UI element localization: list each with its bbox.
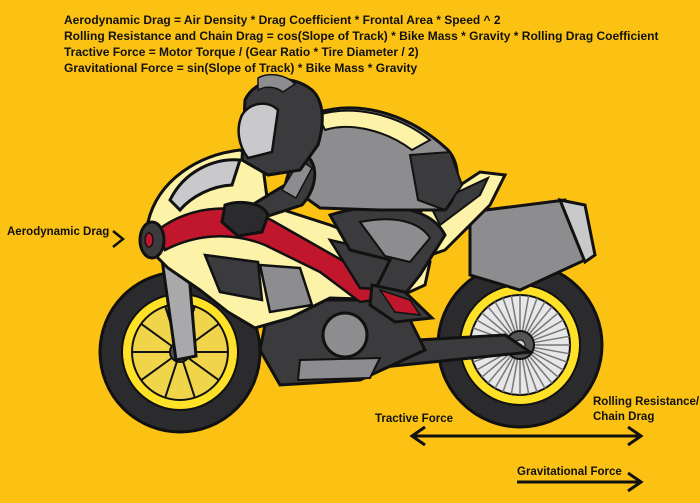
wheel-spoke xyxy=(528,306,553,335)
equation-gravitational-force: Gravitational Force = sin(Slope of Track… xyxy=(64,61,418,75)
equation-tractive-force: Tractive Force = Motor Torque / (Gear Ra… xyxy=(64,45,419,59)
wheel-spoke xyxy=(526,356,546,389)
wheel-spoke xyxy=(524,357,538,393)
wheel-spoke xyxy=(530,312,559,337)
wheel-spoke xyxy=(140,322,173,347)
wheel-spoke xyxy=(182,361,196,398)
label-gravitational-force: Gravitational Force xyxy=(517,466,622,478)
label-aerodynamic-drag: Aerodynamic Drag xyxy=(7,226,110,238)
wheel-spoke xyxy=(524,297,538,333)
wheel-spoke xyxy=(487,355,512,384)
wheel-spoke xyxy=(533,346,570,355)
wheel-spoke xyxy=(528,355,553,384)
wheel-spoke xyxy=(531,319,564,339)
wheel-spoke xyxy=(530,353,559,378)
wheel-spoke xyxy=(531,351,564,371)
equation-aerodynamic-drag: Aerodynamic Drag = Air Density * Drag Co… xyxy=(64,13,501,27)
wheel-spoke xyxy=(521,295,530,332)
aerodynamic-drag-arrow xyxy=(112,230,126,248)
gravitational-force-arrow xyxy=(517,471,644,493)
wheel-spoke xyxy=(521,358,530,395)
label-rolling-resistance-line1: Rolling Resistance/ xyxy=(593,396,700,408)
tractive-rolling-arrow xyxy=(409,425,644,447)
wheel-spoke xyxy=(510,358,519,395)
wheel-spoke xyxy=(533,335,570,344)
equation-rolling-resistance: Rolling Resistance and Chain Drag = cos(… xyxy=(64,29,659,43)
wheel-spoke xyxy=(487,306,512,335)
wheel-spoke xyxy=(502,357,516,393)
label-tractive-force: Tractive Force xyxy=(375,413,453,425)
wheel-spoke xyxy=(532,349,568,363)
wheel-spoke xyxy=(481,312,510,337)
wheel-spoke xyxy=(481,353,510,378)
wheel-spoke xyxy=(140,357,173,382)
rider-glove xyxy=(220,201,270,238)
wheel-spoke xyxy=(494,301,514,334)
helmet-visor xyxy=(237,102,280,160)
wheel-spoke xyxy=(494,356,514,389)
label-rolling-resistance-line2: Chain Drag xyxy=(593,411,655,423)
wheel-spoke xyxy=(164,361,178,398)
wheel-spoke xyxy=(510,295,519,332)
exhaust xyxy=(468,198,587,292)
wheel-spoke xyxy=(526,301,546,334)
wheel-spoke xyxy=(502,297,516,333)
wheel-spoke xyxy=(532,327,568,341)
wheel-spoke xyxy=(187,357,220,382)
windscreen xyxy=(168,158,243,213)
